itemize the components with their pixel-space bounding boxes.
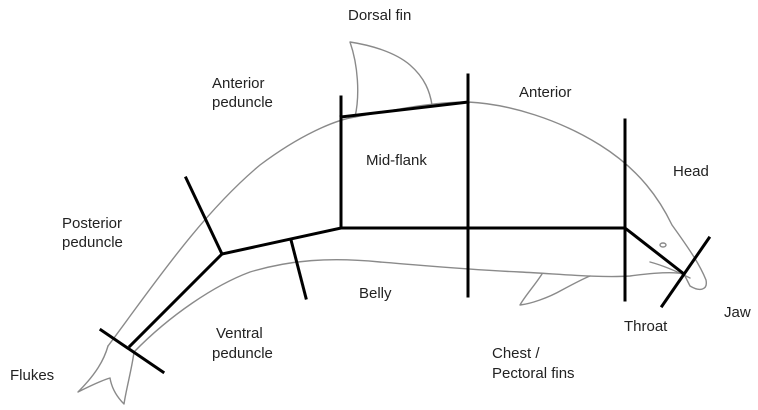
label-anterior-peduncle-line1: Anterior	[212, 74, 265, 93]
label-anterior: Anterior	[519, 83, 572, 102]
pectoral-fin-outline	[520, 274, 590, 305]
head-to-jaw-line	[625, 228, 684, 274]
posterior-peduncle-boundary	[186, 178, 222, 254]
dolphin-eye	[660, 243, 666, 247]
ventral-peduncle-boundary	[291, 240, 306, 298]
label-mid-flank: Mid-flank	[366, 151, 427, 170]
label-dorsal-fin: Dorsal fin	[348, 6, 411, 25]
peduncle-to-flukes	[130, 254, 222, 346]
midline-to-peduncle	[222, 228, 341, 254]
label-ventral-peduncle-line1: Ventral	[216, 324, 263, 343]
label-chest-line1: Chest /	[492, 344, 540, 363]
label-posterior-peduncle-line1: Posterior	[62, 214, 122, 233]
flukes-outline	[78, 346, 134, 404]
label-flukes: Flukes	[10, 366, 54, 385]
label-throat: Throat	[624, 317, 667, 336]
label-belly: Belly	[359, 284, 392, 303]
label-chest-line2: Pectoral fins	[492, 364, 575, 383]
label-head: Head	[673, 162, 709, 181]
label-anterior-peduncle-line2: peduncle	[212, 93, 273, 112]
dolphin-back-outline	[108, 102, 706, 346]
label-ventral-peduncle-line2: peduncle	[212, 344, 273, 363]
dorsal-top-line	[341, 102, 468, 117]
label-jaw: Jaw	[724, 303, 751, 322]
label-posterior-peduncle-line2: peduncle	[62, 233, 123, 252]
